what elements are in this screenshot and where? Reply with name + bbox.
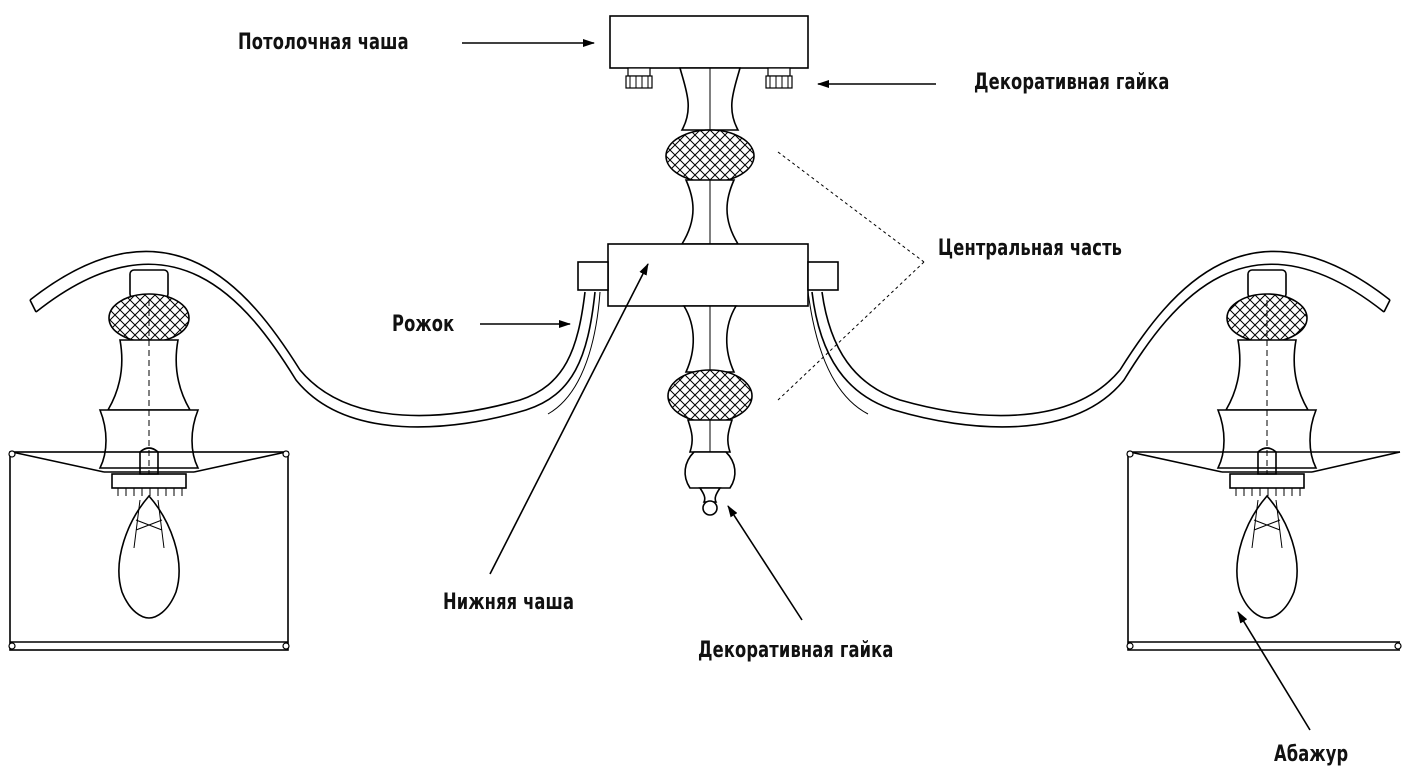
left-lamp <box>8 269 290 651</box>
decorative-nut-bottom-part <box>684 451 736 516</box>
upper-stem <box>665 67 755 245</box>
arrow-lower-cup <box>489 263 649 575</box>
label-decorative-nut-top: Декоративная гайка <box>974 70 1170 95</box>
arrow-lampshade <box>1237 611 1311 731</box>
label-lampshade: Абажур <box>1274 742 1349 767</box>
label-central-part: Центральная часть <box>938 236 1123 261</box>
lower-hatched-knob <box>667 369 753 423</box>
leader-central-part <box>777 151 925 401</box>
ceiling-cup <box>609 15 809 69</box>
lower-cup <box>577 243 839 307</box>
right-lamp <box>1126 269 1402 651</box>
top-right-nut <box>765 67 793 89</box>
label-lower-cup: Нижняя чаша <box>443 590 575 615</box>
left-arm <box>29 250 601 428</box>
label-arm: Рожок <box>392 312 455 337</box>
label-ceiling-cup: Потолочная чаша <box>238 30 409 55</box>
arrow-decorative-nut-bottom <box>727 505 803 621</box>
lower-stem <box>667 305 753 453</box>
upper-hatched-knob <box>665 129 755 183</box>
top-left-nut <box>625 67 653 89</box>
right-arm <box>807 250 1391 428</box>
leader-lines <box>462 39 1311 731</box>
label-decorative-nut-bottom: Декоративная гайка <box>698 638 894 663</box>
